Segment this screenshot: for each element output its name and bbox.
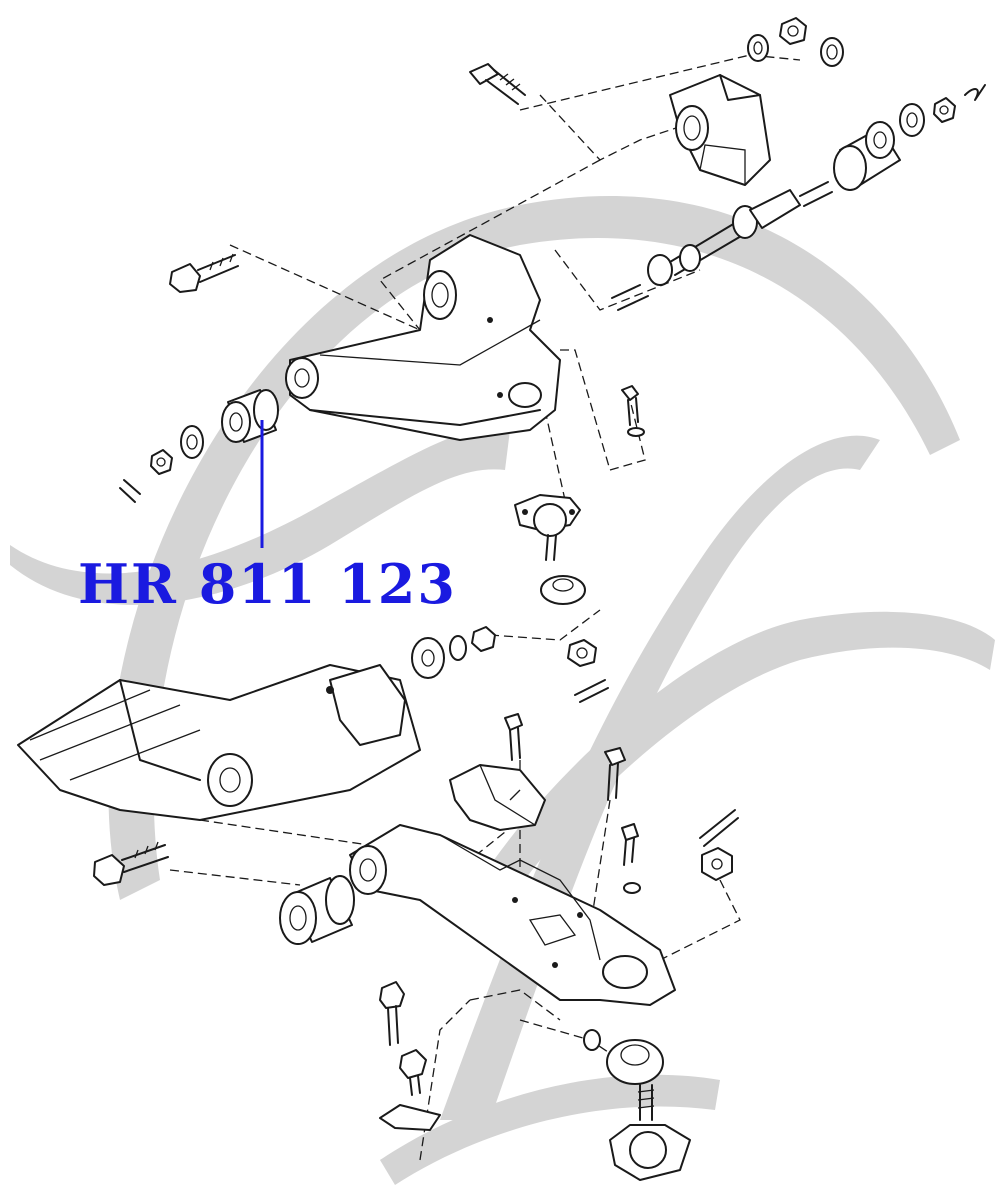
lower-arm-small-bolt-b-icon <box>621 823 639 866</box>
lower-arm-bushing-icon <box>279 875 355 945</box>
upper-ball-joint-bolt-icon <box>621 385 645 437</box>
upper-arm-cotter-pin-icon <box>119 479 141 503</box>
upper-control-arm-icon <box>285 234 561 441</box>
lower-control-arm-icon <box>349 824 676 1006</box>
lower-ball-joint-icon <box>609 1084 691 1181</box>
ball-joint-boot-icon <box>540 575 586 605</box>
upper-ball-joint-icon <box>514 494 581 561</box>
frame-spring-washer-icon <box>449 635 467 661</box>
upper-mount-bracket-icon <box>669 74 771 186</box>
ball-joint-cotter-pin-icon <box>574 679 609 703</box>
upper-arm-nut-icon <box>150 449 173 475</box>
part-number-label: HR 811 123 <box>78 552 457 616</box>
lower-arm-bolt-icon <box>93 841 169 886</box>
upper-arm-bushing-icon <box>221 389 279 443</box>
lower-ball-joint-washer-icon <box>583 1029 601 1051</box>
cross-shaft-washer-icon <box>899 103 925 137</box>
upper-spring-washer-icon <box>820 37 844 67</box>
frame-crossmember-icon <box>17 664 421 821</box>
castle-nut-icon <box>701 847 733 881</box>
lower-ball-joint-boot-icon <box>606 1039 664 1085</box>
cotter-pin-icon <box>964 84 986 101</box>
cross-shaft-bushing-icon <box>833 121 901 191</box>
ball-joint-nut-icon <box>567 639 597 667</box>
upper-washer-icon <box>747 34 769 62</box>
lower-bracket-nut-icon <box>399 1049 427 1096</box>
lower-arm-pin-icon <box>699 809 739 847</box>
lower-arm-small-bolt-a-icon <box>604 747 626 801</box>
frame-washer-icon <box>411 637 445 679</box>
bump-stopper-icon <box>449 764 546 831</box>
upper-arm-bolt-icon <box>169 253 239 293</box>
upper-bolt-icon <box>469 63 526 105</box>
cross-shaft-icon <box>611 181 833 311</box>
cross-shaft-nut-icon <box>933 97 956 123</box>
upper-nut-icon <box>779 17 807 45</box>
lower-bracket-icon <box>379 1104 441 1131</box>
upper-arm-washer-icon <box>180 425 204 459</box>
frame-nut-icon <box>471 626 496 652</box>
lower-arm-washer-icon <box>623 882 641 894</box>
bump-stopper-bolt-icon <box>504 713 523 761</box>
lower-bracket-bolt-icon <box>379 981 405 1046</box>
